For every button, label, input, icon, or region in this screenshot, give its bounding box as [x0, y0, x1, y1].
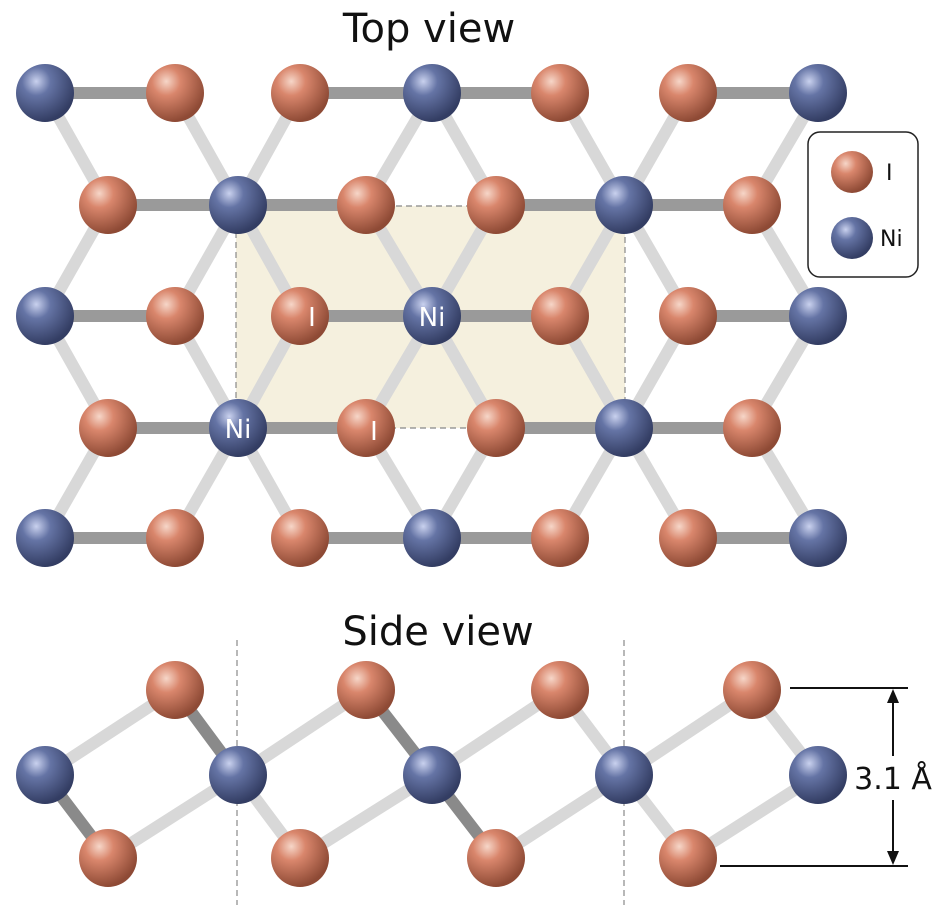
i-atom	[659, 509, 717, 567]
ni-atom	[789, 746, 847, 804]
i-atom	[531, 287, 589, 345]
side-view-title: Side view	[342, 609, 533, 655]
ni-atom	[209, 176, 267, 234]
i-atom	[146, 661, 204, 719]
legend: I Ni	[807, 131, 919, 278]
i-atom	[271, 287, 329, 345]
unit-cell-label-i: I	[370, 417, 378, 447]
i-atom	[146, 64, 204, 122]
i-atom	[271, 829, 329, 887]
ni-atom	[595, 176, 653, 234]
i-atom	[531, 509, 589, 567]
i-atom	[723, 399, 781, 457]
i-atom	[531, 64, 589, 122]
thickness-label: 3.1 Å	[854, 761, 932, 797]
thickness-dimension: 3.1 Å	[720, 687, 932, 867]
i-atom	[146, 509, 204, 567]
top-view-atoms	[16, 64, 847, 567]
ni-atom	[789, 287, 847, 345]
ni-atom	[789, 509, 847, 567]
arrow-up-icon	[887, 689, 899, 703]
i-atom	[146, 287, 204, 345]
i-atom	[271, 64, 329, 122]
i-atom	[467, 176, 525, 234]
ni-atom	[403, 509, 461, 567]
arrow-down-icon	[887, 851, 899, 865]
legend-i-label: I	[886, 161, 893, 186]
ni-atom	[16, 287, 74, 345]
i-atom	[723, 661, 781, 719]
i-atom	[271, 509, 329, 567]
i-atom	[659, 64, 717, 122]
unit-cell-label-ni: Ni	[225, 415, 252, 445]
ni-atom	[403, 746, 461, 804]
i-atom	[467, 399, 525, 457]
ni-atom	[789, 64, 847, 122]
ni-atom	[209, 746, 267, 804]
unit-cell-label-i: I	[308, 303, 316, 333]
i-atom	[79, 399, 137, 457]
ni-atom	[595, 746, 653, 804]
i-atom	[659, 287, 717, 345]
legend-ni-swatch	[831, 217, 873, 259]
i-atom	[337, 176, 395, 234]
ni-atom	[209, 399, 267, 457]
i-atom	[337, 661, 395, 719]
legend-i-swatch	[831, 151, 873, 193]
legend-ni-label: Ni	[880, 227, 903, 252]
ni-atom	[16, 746, 74, 804]
ni-atom	[16, 509, 74, 567]
i-atom	[723, 176, 781, 234]
i-atom	[531, 661, 589, 719]
ni-atom	[403, 64, 461, 122]
i-atom	[79, 829, 137, 887]
side-view-atoms	[16, 661, 847, 887]
i-atom	[659, 829, 717, 887]
i-atom	[467, 829, 525, 887]
ni-atom	[595, 399, 653, 457]
ni-atom	[403, 287, 461, 345]
unit-cell-label-ni: Ni	[419, 303, 446, 333]
i-atom	[337, 399, 395, 457]
i-atom	[79, 176, 137, 234]
top-view-title: Top view	[342, 6, 515, 52]
ni-atom	[16, 64, 74, 122]
